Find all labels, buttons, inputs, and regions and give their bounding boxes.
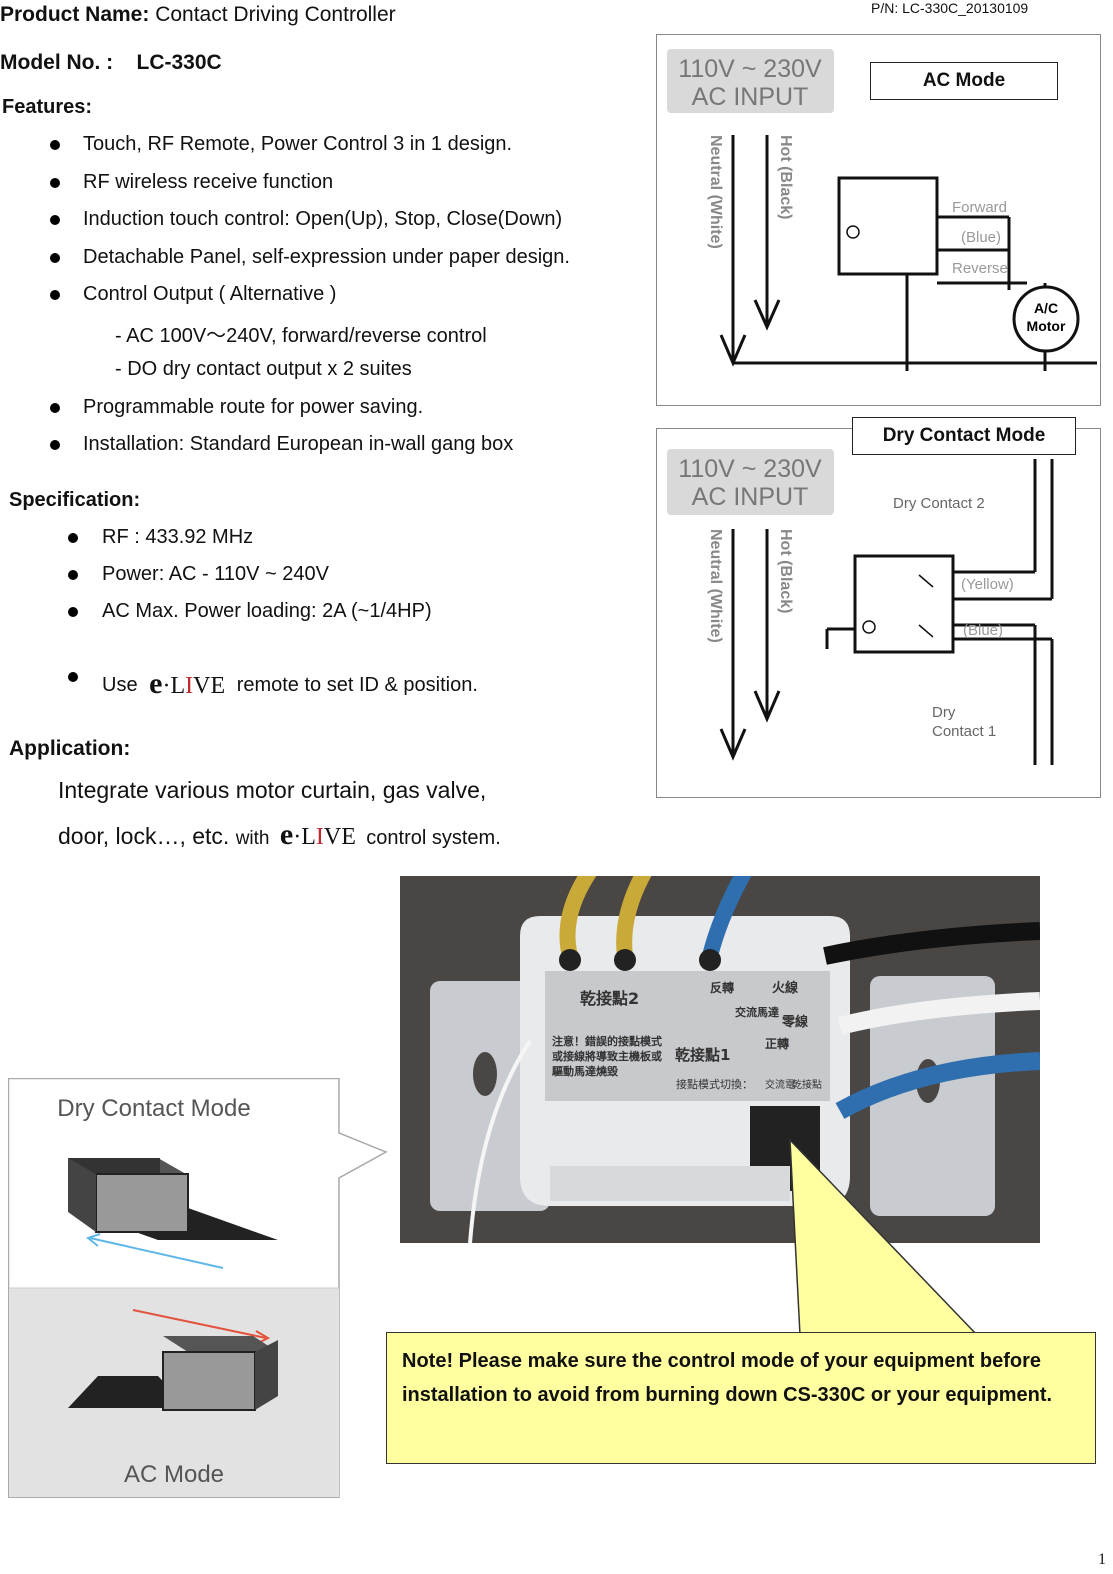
bullet-icon (50, 403, 60, 413)
dry-wiring-svg: 110V ~ 230V AC INPUT Neutral (White) Hot… (667, 449, 1054, 765)
switch-illustration: Dry Contact Mode AC Mode (8, 1078, 388, 1498)
switch-svg: Dry Contact Mode AC Mode (8, 1078, 388, 1498)
neutral-label: Neutral (White) (707, 135, 724, 249)
spec-item: RF : 433.92 MHz (102, 526, 254, 548)
device-svg: 乾接點2 乾接點1 注意！錯誤的接點模式或接線將導致主機板或驅動馬達燒毀 火線 … (430, 866, 1041, 1244)
feature-item: Detachable Panel, self-expression under … (83, 246, 570, 268)
ac-mode-label: AC Mode (870, 62, 1058, 100)
application-line1: Integrate various motor curtain, gas val… (58, 777, 487, 803)
switch-bottom-label: AC Mode (124, 1461, 224, 1488)
bullet-icon (68, 570, 78, 580)
bullet-icon (50, 253, 60, 263)
note-pointer (789, 1138, 979, 1336)
page-number: 1 (1098, 1551, 1106, 1568)
dry-contact-1-line1: Dry (932, 704, 956, 721)
application-line2-suffix: control system. (366, 827, 501, 849)
blue-label: (Blue) (961, 229, 1001, 246)
dry-point-1-text: 乾接點1 (675, 1046, 730, 1064)
dry-input-line1: 110V ~ 230V (678, 455, 822, 483)
application-line2: door, lock…, etc. with e·LIVE control sy… (58, 818, 501, 852)
spec-use-prefix: Use (102, 674, 138, 696)
warning-note: Note! Please make sure the control mode … (386, 1332, 1096, 1464)
ac-input-box (667, 49, 834, 113)
switch-dry-text: 乾接點 (792, 1078, 822, 1091)
bullet-icon (50, 178, 60, 188)
reverse-label: Reverse (952, 260, 1008, 277)
switch-ac-text: 交流電 (765, 1078, 795, 1091)
model-number: Model No. : LC-330C (0, 51, 222, 75)
device-photo: 乾接點2 乾接點1 注意！錯誤的接點模式或接線將導致主機板或驅動馬達燒毀 火線 … (400, 866, 1041, 1244)
bullet-icon (68, 607, 78, 617)
motor-icon (1012, 285, 1080, 353)
forward-label: Forward (952, 199, 1007, 216)
warning-text: 注意！錯誤的接點模式或接線將導致主機板或驅動馬達燒毀 (552, 1035, 662, 1078)
product-name-label: Product Name: (0, 3, 150, 26)
switch-mode-text: 接點模式切換： (676, 1078, 753, 1091)
ac-input-line1: 110V ~ 230V (678, 55, 822, 83)
yellow-label: (Yellow) (961, 576, 1014, 593)
bullet-icon (50, 440, 60, 450)
feature-sub-item: - DO dry contact output x 2 suites (115, 358, 412, 380)
feature-item: RF wireless receive function (83, 171, 334, 193)
elive-logo: e·LIVE (279, 818, 356, 851)
application-line2-prefix: door, lock…, etc. (58, 823, 230, 849)
dry-contact-1-line2: Contact 1 (932, 723, 996, 740)
dry-input-box (667, 449, 834, 515)
bullet-icon (50, 290, 60, 300)
warning-note-text: Note! Please make sure the control mode … (402, 1350, 1053, 1406)
blue-label: (Blue) (963, 622, 1003, 639)
motor-line1: A/C (1034, 300, 1058, 316)
feature-item: Touch, RF Remote, Power Control 3 in 1 d… (83, 133, 513, 155)
ac-input-line2: AC INPUT (692, 83, 809, 111)
dry-contact-diagram: 110V ~ 230V AC INPUT Neutral (White) Hot… (656, 428, 1101, 798)
hot-label: Hot (Black) (777, 529, 794, 613)
bullet-icon (50, 140, 60, 150)
application-title: Application: (9, 737, 131, 760)
motor-text: 交流馬達 (735, 1005, 779, 1019)
neutral-label: Neutral (White) (707, 529, 724, 643)
feature-item: Programmable route for power saving. (83, 396, 424, 418)
ac-wiring-svg: 110V ~ 230V AC INPUT Neutral (White) Hot… (667, 49, 1097, 371)
feature-item: Installation: Standard European in-wall … (83, 433, 514, 455)
dry-input-line2: AC INPUT (692, 483, 809, 511)
spec-use-line: Use e·LIVE remote to set ID & position. (102, 665, 478, 700)
spec-use-suffix: remote to set ID & position. (236, 674, 478, 696)
bullet-icon (68, 533, 78, 543)
spec-item: AC Max. Power loading: 2A (~1/4HP) (102, 600, 432, 622)
application-line2-with: with (235, 828, 270, 849)
bullet-icon (68, 672, 78, 682)
elive-logo: e·LIVE (149, 667, 226, 700)
features-title: Features: (2, 96, 93, 118)
model-number-value: LC-330C (136, 51, 222, 74)
switch-top-label: Dry Contact Mode (57, 1095, 250, 1122)
model-number-label: Model No. : (0, 51, 114, 74)
product-name-value: Contact Driving Controller (155, 3, 396, 26)
part-number: P/N: LC-330C_20130109 (871, 0, 1029, 16)
feature-item: Control Output ( Alternative ) (83, 283, 337, 305)
motor-line2: Motor (1027, 318, 1066, 334)
dry-contact-mode-label: Dry Contact Mode (852, 417, 1076, 455)
neutral-wire-text: 零線 (781, 1014, 809, 1030)
product-name: Product Name: Contact Driving Controller (0, 3, 396, 27)
live-wire-text: 火線 (772, 980, 799, 996)
hot-label: Hot (Black) (777, 135, 794, 219)
feature-sub-item: - AC 100V～240V, forward/reverse control (115, 325, 487, 347)
reverse-text: 反轉 (710, 980, 734, 995)
dry-contact-2-label: Dry Contact 2 (893, 495, 985, 512)
dry-point-2-text: 乾接點2 (580, 989, 639, 1008)
bullet-icon (50, 215, 60, 225)
specification-title: Specification: (9, 489, 141, 511)
forward-text: 正轉 (765, 1036, 789, 1051)
spec-item: Power: AC - 110V ~ 240V (102, 563, 329, 585)
feature-item: Induction touch control: Open(Up), Stop,… (83, 208, 563, 230)
